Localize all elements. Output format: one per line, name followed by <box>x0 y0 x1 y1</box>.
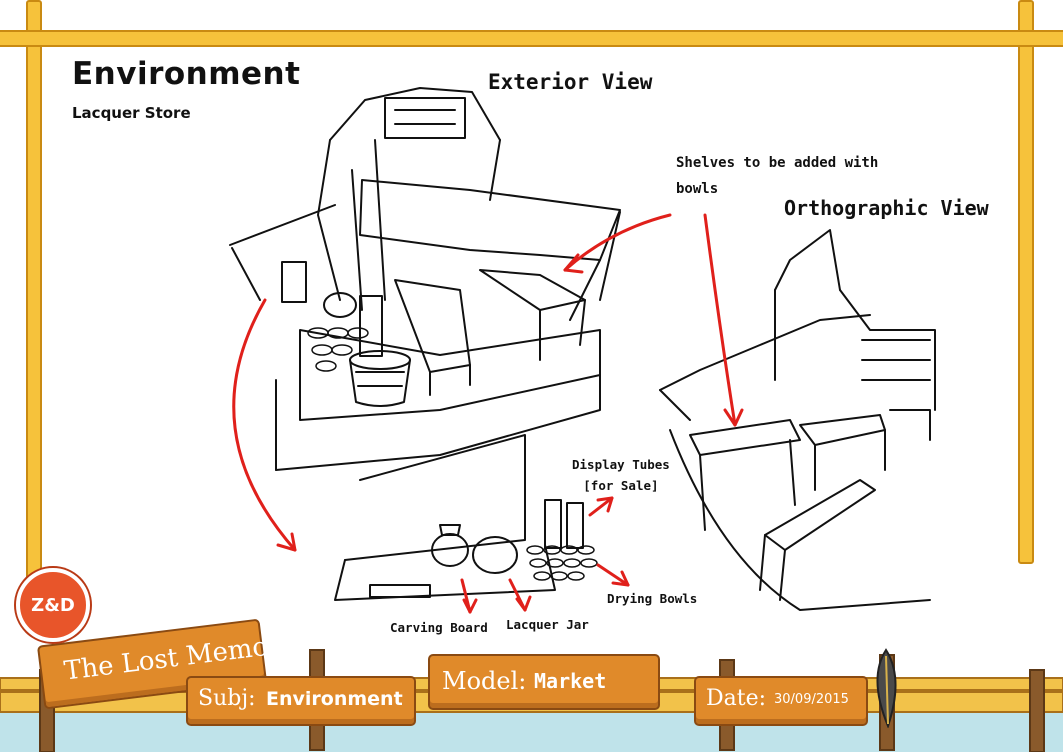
model-value: Market <box>534 669 607 693</box>
shelves-note-line1: Shelves to be added with <box>676 155 879 171</box>
date-plank: Date: 30/09/2015 <box>694 676 868 726</box>
shelves-note: Shelves to be added with bowls <box>676 150 878 202</box>
model-plank: Model: Market <box>428 654 660 710</box>
display-tubes-text: Display Tubes <box>572 457 670 472</box>
subject-label: Subj: <box>198 686 256 711</box>
drying-bowls-label: Drying Bowls <box>607 591 698 606</box>
lacquer-jar-label: Lacquer Jar <box>506 617 589 632</box>
date-label: Date: <box>706 686 767 711</box>
frame-beam-top <box>0 30 1063 47</box>
exterior-view-heading: Exterior View <box>488 70 653 94</box>
model-label: Model: <box>442 667 527 695</box>
studio-logo: Z&D <box>16 568 90 642</box>
feather-icon <box>876 648 897 728</box>
footer-banner: The Lost Memory Subj: Environment Model:… <box>0 600 1063 753</box>
display-tubes-label: Display Tubes [for Sale] <box>572 454 670 496</box>
orthographic-view-sketch <box>659 229 936 611</box>
frame-post-right <box>1018 0 1034 564</box>
detail-sketch <box>334 434 598 601</box>
page-title: Environment <box>72 56 301 92</box>
orthographic-view-heading: Orthographic View <box>784 196 989 220</box>
annotation-arrows <box>232 213 744 614</box>
page-subtitle: Lacquer Store <box>72 104 191 122</box>
subject-value: Environment <box>266 688 403 710</box>
carving-board-label: Carving Board <box>390 620 488 635</box>
for-sale-text: [for Sale] <box>583 478 659 493</box>
shelves-note-line2: bowls <box>676 181 719 197</box>
subject-plank: Subj: Environment <box>186 676 416 726</box>
date-value: 30/09/2015 <box>774 692 849 707</box>
exterior-view-sketch <box>229 87 621 471</box>
